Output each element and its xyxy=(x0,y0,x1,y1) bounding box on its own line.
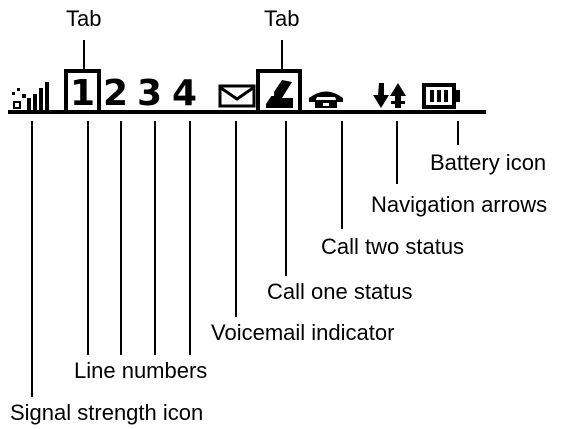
tab-frame-call-one xyxy=(256,69,302,114)
line-number-1: 1 xyxy=(70,73,96,114)
envelope-icon xyxy=(218,84,256,108)
label-tab-right: Tab xyxy=(264,6,300,31)
navigation-arrows-icon xyxy=(373,83,406,108)
label-signal-strength-icon: Signal strength icon xyxy=(10,400,204,425)
tab-frame-line-1 xyxy=(64,69,101,114)
signal-strength-icon xyxy=(12,82,49,110)
line-number-2: 2 xyxy=(103,73,129,114)
battery-icon xyxy=(422,83,460,109)
label-voicemail-indicator: Voicemail indicator xyxy=(211,320,395,345)
leader-lines xyxy=(31,40,459,397)
status-bar-underline xyxy=(8,110,486,114)
line-number-3: 3 xyxy=(137,73,163,114)
label-navigation-arrows: Navigation arrows xyxy=(371,192,548,217)
label-call-one-status: Call one status xyxy=(267,279,413,304)
line-number-4: 4 xyxy=(172,73,198,114)
handset-off-hook-icon xyxy=(266,80,293,108)
label-tab-left: Tab xyxy=(66,6,102,31)
label-call-two-status: Call two status xyxy=(321,234,465,259)
handset-on-hook-icon xyxy=(309,91,343,108)
label-line-numbers: Line numbers xyxy=(74,358,208,383)
label-battery-icon: Battery icon xyxy=(430,150,547,175)
